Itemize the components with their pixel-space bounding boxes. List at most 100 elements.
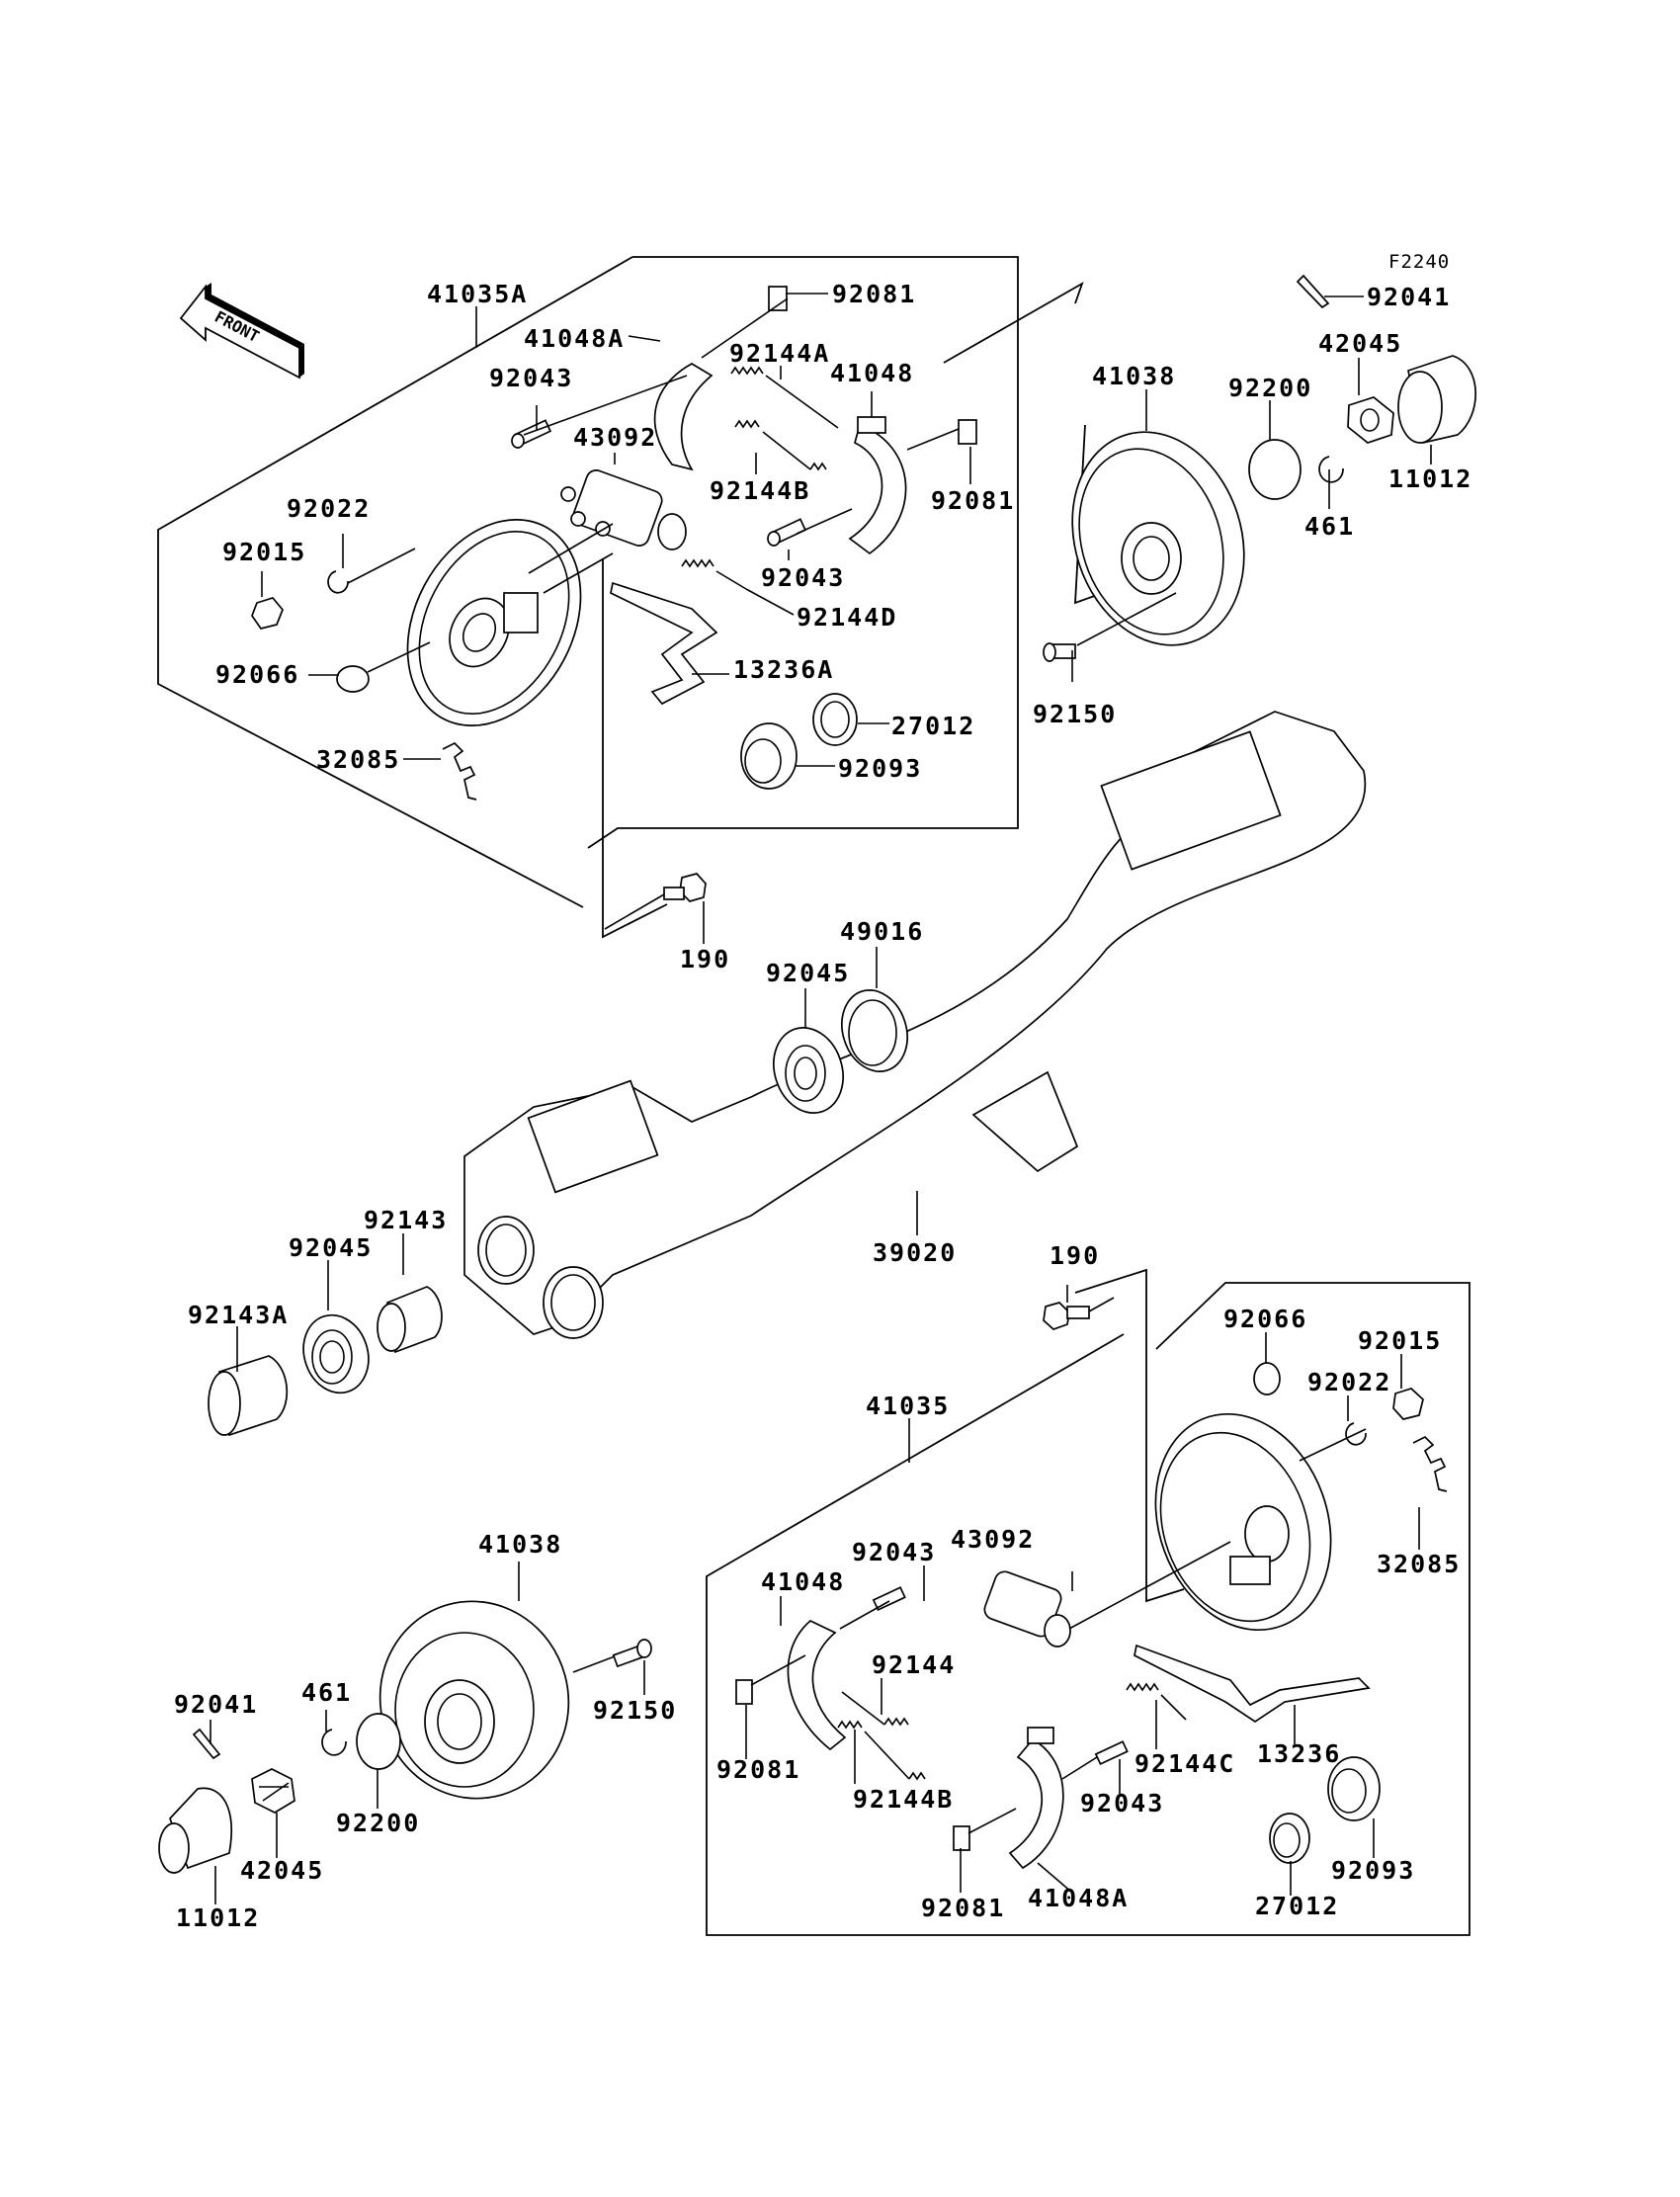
part-label-43092-upper[interactable]: 43092 bbox=[573, 423, 658, 452]
part-label-39020[interactable]: 39020 bbox=[873, 1238, 958, 1267]
leaders-left bbox=[236, 1233, 404, 1372]
upper-brake-assembly-frame bbox=[157, 256, 1019, 939]
part-label-92022-lower[interactable]: 92022 bbox=[1307, 1368, 1392, 1396]
seal-49016-axle bbox=[841, 988, 908, 1073]
part-label-92066-lower[interactable]: 92066 bbox=[1223, 1305, 1308, 1333]
part-label-92144B-lower[interactable]: 92144B bbox=[853, 1785, 955, 1814]
part-label-92015-lower[interactable]: 92015 bbox=[1358, 1326, 1443, 1355]
part-label-92144-lower[interactable]: 92144 bbox=[872, 1650, 957, 1679]
bushing-92143A bbox=[208, 1355, 289, 1437]
wheel-cylinder-upper bbox=[560, 469, 687, 550]
brake-shoe-41048A-lower bbox=[1008, 1727, 1064, 1870]
leaders-upper-right bbox=[1071, 296, 1432, 682]
leaders-lower bbox=[745, 1285, 1420, 1896]
seal-27012-lower bbox=[1269, 1813, 1310, 1864]
washer-92200-upper-right bbox=[1248, 439, 1302, 500]
bearing-92045-axle bbox=[773, 1027, 844, 1114]
spring-92144C-lower bbox=[1126, 1682, 1187, 1721]
part-label-92200-lower-left[interactable]: 92200 bbox=[336, 1809, 421, 1837]
part-label-92015-upper[interactable]: 92015 bbox=[222, 538, 307, 566]
washer-92200-lower-left bbox=[356, 1713, 401, 1770]
nut-92015-lower bbox=[1392, 1388, 1424, 1420]
leaders-axle bbox=[804, 947, 918, 1235]
bolt-190-upper bbox=[663, 873, 707, 902]
part-label-41038-upper-right[interactable]: 41038 bbox=[1092, 362, 1177, 390]
nut-42045-upper-right bbox=[1347, 396, 1394, 444]
plug-92066-lower bbox=[1253, 1362, 1281, 1395]
part-label-92093-upper[interactable]: 92093 bbox=[838, 754, 923, 783]
part-label-92043-upper-a[interactable]: 92043 bbox=[489, 364, 574, 392]
part-label-92150-upper-right[interactable]: 92150 bbox=[1033, 700, 1118, 728]
plug-92066-upper bbox=[336, 665, 370, 693]
part-label-92022-upper[interactable]: 92022 bbox=[287, 494, 372, 523]
part-label-92041-lower-left[interactable]: 92041 bbox=[174, 1690, 259, 1719]
part-label-41038-lower-left[interactable]: 41038 bbox=[478, 1530, 563, 1559]
part-label-92043-lower-a[interactable]: 92043 bbox=[852, 1538, 937, 1566]
clip-32085-upper bbox=[442, 741, 477, 801]
part-label-49016[interactable]: 49016 bbox=[840, 917, 925, 946]
part-label-92043-lower-b[interactable]: 92043 bbox=[1080, 1789, 1165, 1817]
part-label-461-upper-right[interactable]: 461 bbox=[1304, 512, 1356, 541]
pin-92043-upper-a bbox=[511, 419, 552, 449]
part-label-27012-upper[interactable]: 27012 bbox=[891, 712, 976, 740]
cotter-pin-92041-lower-left bbox=[192, 1728, 221, 1760]
part-label-92043-upper-b[interactable]: 92043 bbox=[761, 563, 846, 592]
spring-92144B-lower bbox=[837, 1720, 926, 1781]
part-label-92093-lower[interactable]: 92093 bbox=[1331, 1856, 1416, 1885]
part-label-92143A[interactable]: 92143A bbox=[188, 1301, 290, 1329]
circlip-92022-upper bbox=[327, 570, 349, 594]
part-label-43092-lower[interactable]: 43092 bbox=[951, 1525, 1036, 1554]
part-label-461-lower-left[interactable]: 461 bbox=[301, 1678, 353, 1707]
part-label-92144A-upper[interactable]: 92144A bbox=[729, 339, 831, 368]
bolt-190-lower bbox=[1043, 1302, 1090, 1330]
lever-13236A-upper bbox=[610, 581, 718, 706]
washer-461-upper-right bbox=[1318, 456, 1344, 483]
part-label-92041-upper-right[interactable]: 92041 bbox=[1367, 283, 1452, 311]
brake-drum-upper-right bbox=[1071, 431, 1245, 646]
part-label-190-lower[interactable]: 190 bbox=[1050, 1241, 1101, 1270]
part-label-92144C-lower[interactable]: 92144C bbox=[1134, 1749, 1236, 1778]
seal-27012-upper bbox=[812, 693, 858, 746]
part-label-11012-lower-left[interactable]: 11012 bbox=[176, 1903, 261, 1932]
clip-92081-lower-a bbox=[735, 1679, 753, 1705]
part-label-92081-lower-a[interactable]: 92081 bbox=[716, 1755, 801, 1784]
part-label-190-upper[interactable]: 190 bbox=[680, 945, 731, 973]
part-label-92150-lower-left[interactable]: 92150 bbox=[593, 1696, 678, 1725]
part-label-13236-lower[interactable]: 13236 bbox=[1257, 1739, 1342, 1768]
part-label-41035[interactable]: 41035 bbox=[866, 1392, 951, 1420]
part-label-41048-upper[interactable]: 41048 bbox=[830, 359, 915, 387]
bolt-92150-lower-left bbox=[612, 1639, 652, 1668]
part-label-92066-upper[interactable]: 92066 bbox=[215, 660, 300, 689]
part-label-92200-upper-right[interactable]: 92200 bbox=[1228, 374, 1313, 402]
part-label-41048A-lower[interactable]: 41048A bbox=[1028, 1884, 1130, 1912]
part-label-92081-upper-b[interactable]: 92081 bbox=[931, 486, 1016, 515]
part-label-92144B-upper[interactable]: 92144B bbox=[710, 476, 811, 505]
lower-brake-assembly-frame bbox=[706, 1268, 1470, 1936]
clip-32085-lower bbox=[1412, 1435, 1448, 1492]
part-label-11012-upper-right[interactable]: 11012 bbox=[1388, 465, 1473, 493]
part-label-32085-upper[interactable]: 32085 bbox=[316, 745, 401, 774]
part-label-42045-upper-right[interactable]: 42045 bbox=[1318, 329, 1403, 358]
part-label-92045-left[interactable]: 92045 bbox=[289, 1233, 374, 1262]
part-label-92045-axle[interactable]: 92045 bbox=[766, 959, 851, 987]
part-label-41048-lower[interactable]: 41048 bbox=[761, 1567, 846, 1596]
part-label-41035A[interactable]: 41035A bbox=[427, 280, 529, 308]
part-label-41048A-upper[interactable]: 41048A bbox=[524, 324, 626, 353]
bearing-92045-left bbox=[302, 1313, 370, 1394]
part-label-92144D-upper[interactable]: 92144D bbox=[797, 603, 898, 632]
part-label-27012-lower[interactable]: 27012 bbox=[1255, 1892, 1340, 1920]
part-label-92081-lower-b[interactable]: 92081 bbox=[921, 1894, 1006, 1922]
pin-92043-upper-b bbox=[767, 518, 807, 547]
lever-13236-lower bbox=[1134, 1644, 1371, 1724]
clip-92081-upper-a bbox=[768, 286, 788, 311]
part-label-92081-upper-a[interactable]: 92081 bbox=[832, 280, 917, 308]
spring-92144B-upper bbox=[734, 419, 827, 471]
part-label-13236A-upper[interactable]: 13236A bbox=[733, 655, 835, 684]
nut-92015-upper bbox=[251, 597, 284, 630]
part-label-92143[interactable]: 92143 bbox=[364, 1206, 449, 1234]
cotter-pin-92041-upper-right bbox=[1296, 274, 1330, 309]
part-label-32085-lower[interactable]: 32085 bbox=[1377, 1550, 1462, 1578]
backing-plate-upper bbox=[406, 519, 582, 726]
part-label-42045-lower-left[interactable]: 42045 bbox=[240, 1856, 325, 1885]
